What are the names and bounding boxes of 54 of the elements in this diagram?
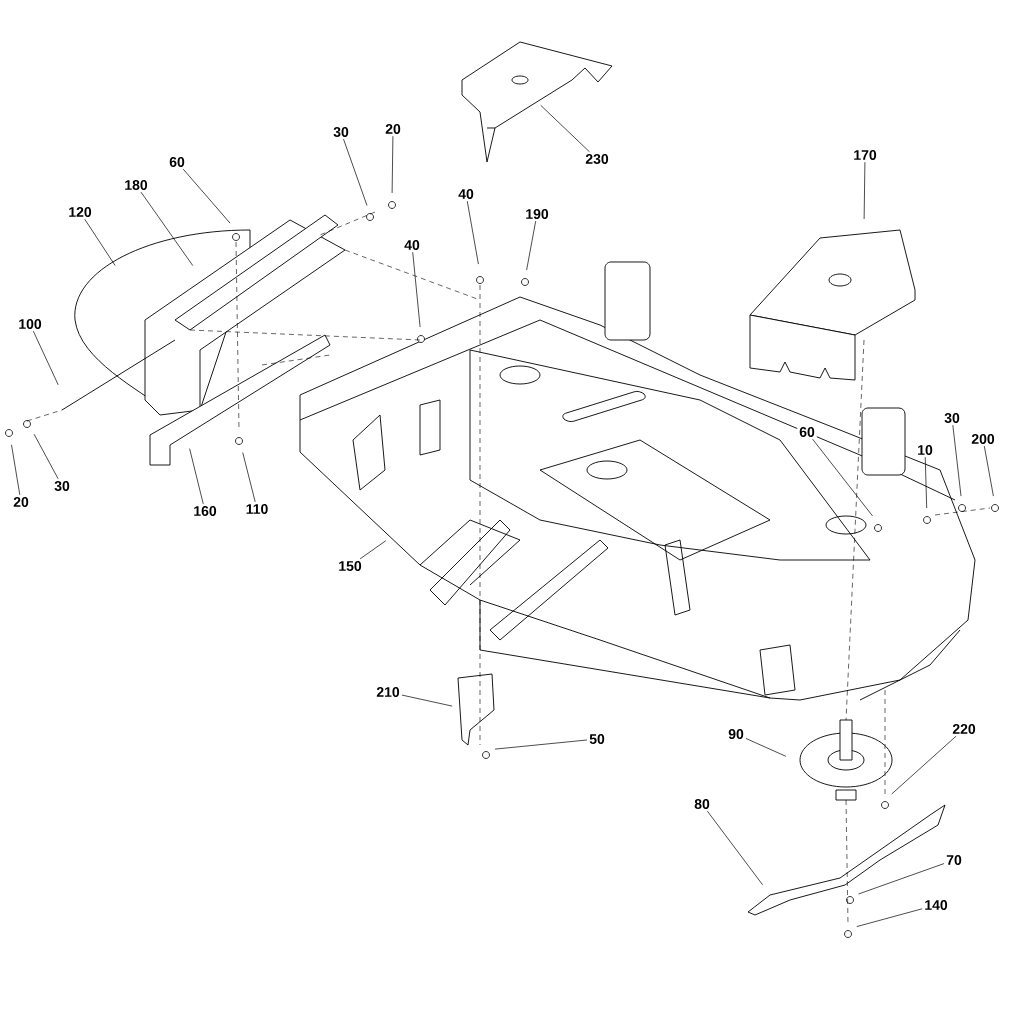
leader-line [242,452,256,503]
callout-number: 60 [167,155,187,169]
callout-number: 30 [52,479,72,493]
callout-number: 180 [122,178,150,192]
leader-line [189,448,204,505]
callout-number: 230 [583,152,611,166]
callout-number: 70 [944,853,964,867]
callout-number: 20 [11,495,31,509]
callout-number: 50 [587,732,607,746]
callout-number: 90 [726,727,746,741]
leader-line [952,424,962,497]
callout-number: 150 [336,559,364,573]
callout-number: 10 [915,443,935,457]
callout-number: 200 [969,432,997,446]
leader-line [84,218,116,266]
leader-line [540,105,590,153]
leader-line [11,444,21,496]
leader-line [745,738,787,757]
leader-line [891,735,957,795]
leader-line [856,908,923,927]
leader-line [182,168,231,224]
callout-number: 30 [331,125,351,139]
leader-line [343,138,368,206]
leader-line [858,863,945,895]
leader-line [33,433,59,480]
leader-line [863,161,866,220]
leader-line [359,540,387,560]
leader-line [526,220,537,271]
callout-number: 120 [66,205,94,219]
leader-line [32,330,59,386]
leader-line [924,456,928,509]
leader-line [412,251,421,328]
leader-line [707,810,763,886]
callout-number: 210 [374,685,402,699]
callout-number: 80 [692,797,712,811]
leader-line [466,200,479,265]
callout-number: 40 [456,187,476,201]
callout-number: 40 [402,238,422,252]
callout-number: 140 [922,898,950,912]
callout-number: 20 [383,122,403,136]
leader-line [983,445,994,497]
leader-line [494,739,588,750]
callout-number: 110 [243,502,271,516]
callout-number: 60 [797,425,817,439]
callout-number: 160 [191,504,219,518]
callout-number: 220 [950,722,978,736]
leader-line [391,135,394,194]
callout-number: 170 [851,148,879,162]
callout-number: 30 [942,411,962,425]
leader-line [812,438,873,517]
callout-number: 100 [16,317,44,331]
leader-line [140,191,194,266]
callout-number: 190 [523,207,551,221]
leader-line [401,694,453,707]
